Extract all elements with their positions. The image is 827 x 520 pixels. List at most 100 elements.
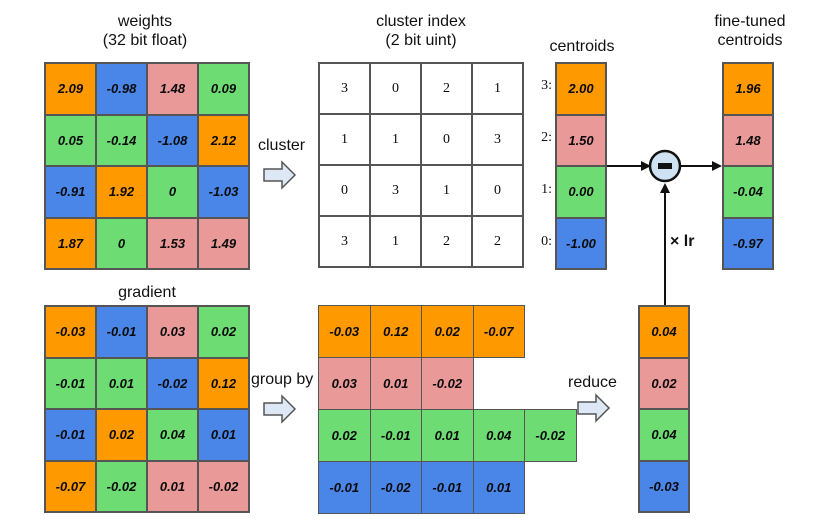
grouped-gradient-cell: -0.02 — [369, 461, 422, 514]
minus-operator-icon — [648, 149, 682, 183]
weight-cell: -1.08 — [147, 114, 198, 166]
weights-title-line2: (32 bit float) — [102, 32, 188, 49]
cluster-index-cell: 1 — [370, 114, 421, 165]
weight-cell: 0.05 — [45, 114, 96, 166]
cluster-index-cell: 1 — [370, 216, 421, 267]
grouped-gradient-cell: 0.01 — [369, 357, 422, 410]
fine-tuned-cell: 1.96 — [723, 63, 773, 115]
reduced-cell: 0.04 — [639, 409, 689, 461]
grouped-gradient-cell: 0.03 — [318, 357, 371, 410]
fine-tuned-title-line1: fine-tuned — [714, 13, 786, 30]
centroid-row-label: 0: — [541, 234, 552, 249]
gradient-cell: 0.02 — [198, 306, 249, 358]
cluster-index-cell: 0 — [319, 165, 370, 216]
gradient-cell: -0.02 — [96, 460, 147, 512]
weight-cell: 0 — [147, 166, 198, 218]
reduce-arrow-icon — [577, 393, 611, 423]
grouped-gradient-cell: 0.02 — [318, 409, 371, 462]
cluster-index-cell: 1 — [319, 114, 370, 165]
gradient-cell: -0.01 — [96, 306, 147, 358]
gradient-cell: 0.12 — [198, 357, 249, 409]
reduced-cell: 0.02 — [639, 357, 689, 409]
fine-tuned-title: fine-tuned centroids — [705, 12, 795, 50]
gradient-cell: -0.07 — [45, 460, 96, 512]
gradient-cell: -0.02 — [198, 460, 249, 512]
weight-cell: 1.87 — [45, 217, 96, 269]
grouped-gradient-cell: 0.04 — [472, 409, 525, 462]
gradient-cell: 0.04 — [147, 409, 198, 461]
gradient-cell: -0.03 — [45, 306, 96, 358]
gradient-cell: 0.01 — [198, 409, 249, 461]
weight-cell: 1.49 — [198, 217, 249, 269]
centroid-cell: 0.00 — [556, 166, 606, 218]
cluster-index-cell: 3 — [319, 63, 370, 114]
centroid-row-label: 1: — [541, 182, 552, 197]
weight-cell: 1.92 — [96, 166, 147, 218]
grouped-gradient-cell: -0.01 — [369, 409, 422, 462]
reduced-cell: 0.04 — [639, 306, 689, 358]
weight-cell: 0.09 — [198, 63, 249, 115]
cluster-index-cell: 0 — [472, 165, 523, 216]
reduced-cell: -0.03 — [639, 460, 689, 512]
weight-cell: -0.91 — [45, 166, 96, 218]
cluster-index-title-line1: cluster index — [376, 13, 466, 30]
gradient-cell: -0.01 — [45, 409, 96, 461]
gradient-cell: 0.03 — [147, 306, 198, 358]
group-by-label: group by — [251, 371, 314, 388]
grouped-gradient-cell: -0.07 — [472, 305, 525, 358]
cluster-index-cell: 2 — [472, 216, 523, 267]
gradient-cell: -0.01 — [45, 357, 96, 409]
weight-cell: 2.09 — [45, 63, 96, 115]
weight-cell: -1.03 — [198, 166, 249, 218]
grouped-gradient-cell: 0.02 — [421, 305, 474, 358]
grouped-gradient-cell: 0.01 — [472, 461, 525, 514]
weights-title: weights (32 bit float) — [42, 12, 248, 50]
reduce-label: reduce — [568, 374, 617, 391]
weight-cell: -0.14 — [96, 114, 147, 166]
gradient-cell: 0.02 — [96, 409, 147, 461]
fine-tuned-title-line2: centroids — [717, 32, 783, 49]
cluster-index-cell: 0 — [421, 114, 472, 165]
cluster-index-cell: 1 — [421, 165, 472, 216]
weights-title-line1: weights — [117, 13, 173, 30]
group-by-arrow-icon — [263, 394, 297, 424]
weight-cell: 0 — [96, 217, 147, 269]
fine-tuned-cell: -0.97 — [723, 217, 773, 269]
weight-cell: 2.12 — [198, 114, 249, 166]
gradient-cell: -0.02 — [147, 357, 198, 409]
cluster-index-title-line2: (2 bit uint) — [385, 32, 457, 49]
cluster-index-cell: 3 — [472, 114, 523, 165]
weight-cell: -0.98 — [96, 63, 147, 115]
fine-tuned-cell: 1.48 — [723, 114, 773, 166]
grouped-gradient-cell: -0.03 — [318, 305, 371, 358]
grouped-gradient-cell: -0.02 — [421, 357, 474, 410]
grouped-gradient-cell: -0.01 — [318, 461, 371, 514]
cluster-index-cell: 2 — [421, 216, 472, 267]
fine-tuned-cell: -0.04 — [723, 166, 773, 218]
cluster-label: cluster — [258, 137, 306, 154]
centroid-row-label: 2: — [541, 130, 552, 145]
centroid-row-label: 3: — [541, 78, 552, 93]
grouped-gradient-cell: 0.12 — [369, 305, 422, 358]
grouped-gradient-cell: 0.01 — [421, 409, 474, 462]
weight-cell: 1.53 — [147, 217, 198, 269]
cluster-index-cell: 0 — [370, 63, 421, 114]
gradient-cell: 0.01 — [96, 357, 147, 409]
weight-cell: 1.48 — [147, 63, 198, 115]
cluster-index-cell: 3 — [319, 216, 370, 267]
gradient-cell: 0.01 — [147, 460, 198, 512]
cluster-index-title: cluster index (2 bit uint) — [318, 12, 524, 50]
centroid-cell: 1.50 — [556, 114, 606, 166]
grouped-gradient-cell: -0.02 — [524, 409, 577, 462]
learning-rate-label: × lr — [670, 233, 695, 250]
gradient-title: gradient — [118, 284, 176, 301]
grouped-gradient-cell: -0.01 — [421, 461, 474, 514]
centroids-title: centroids — [549, 38, 615, 55]
